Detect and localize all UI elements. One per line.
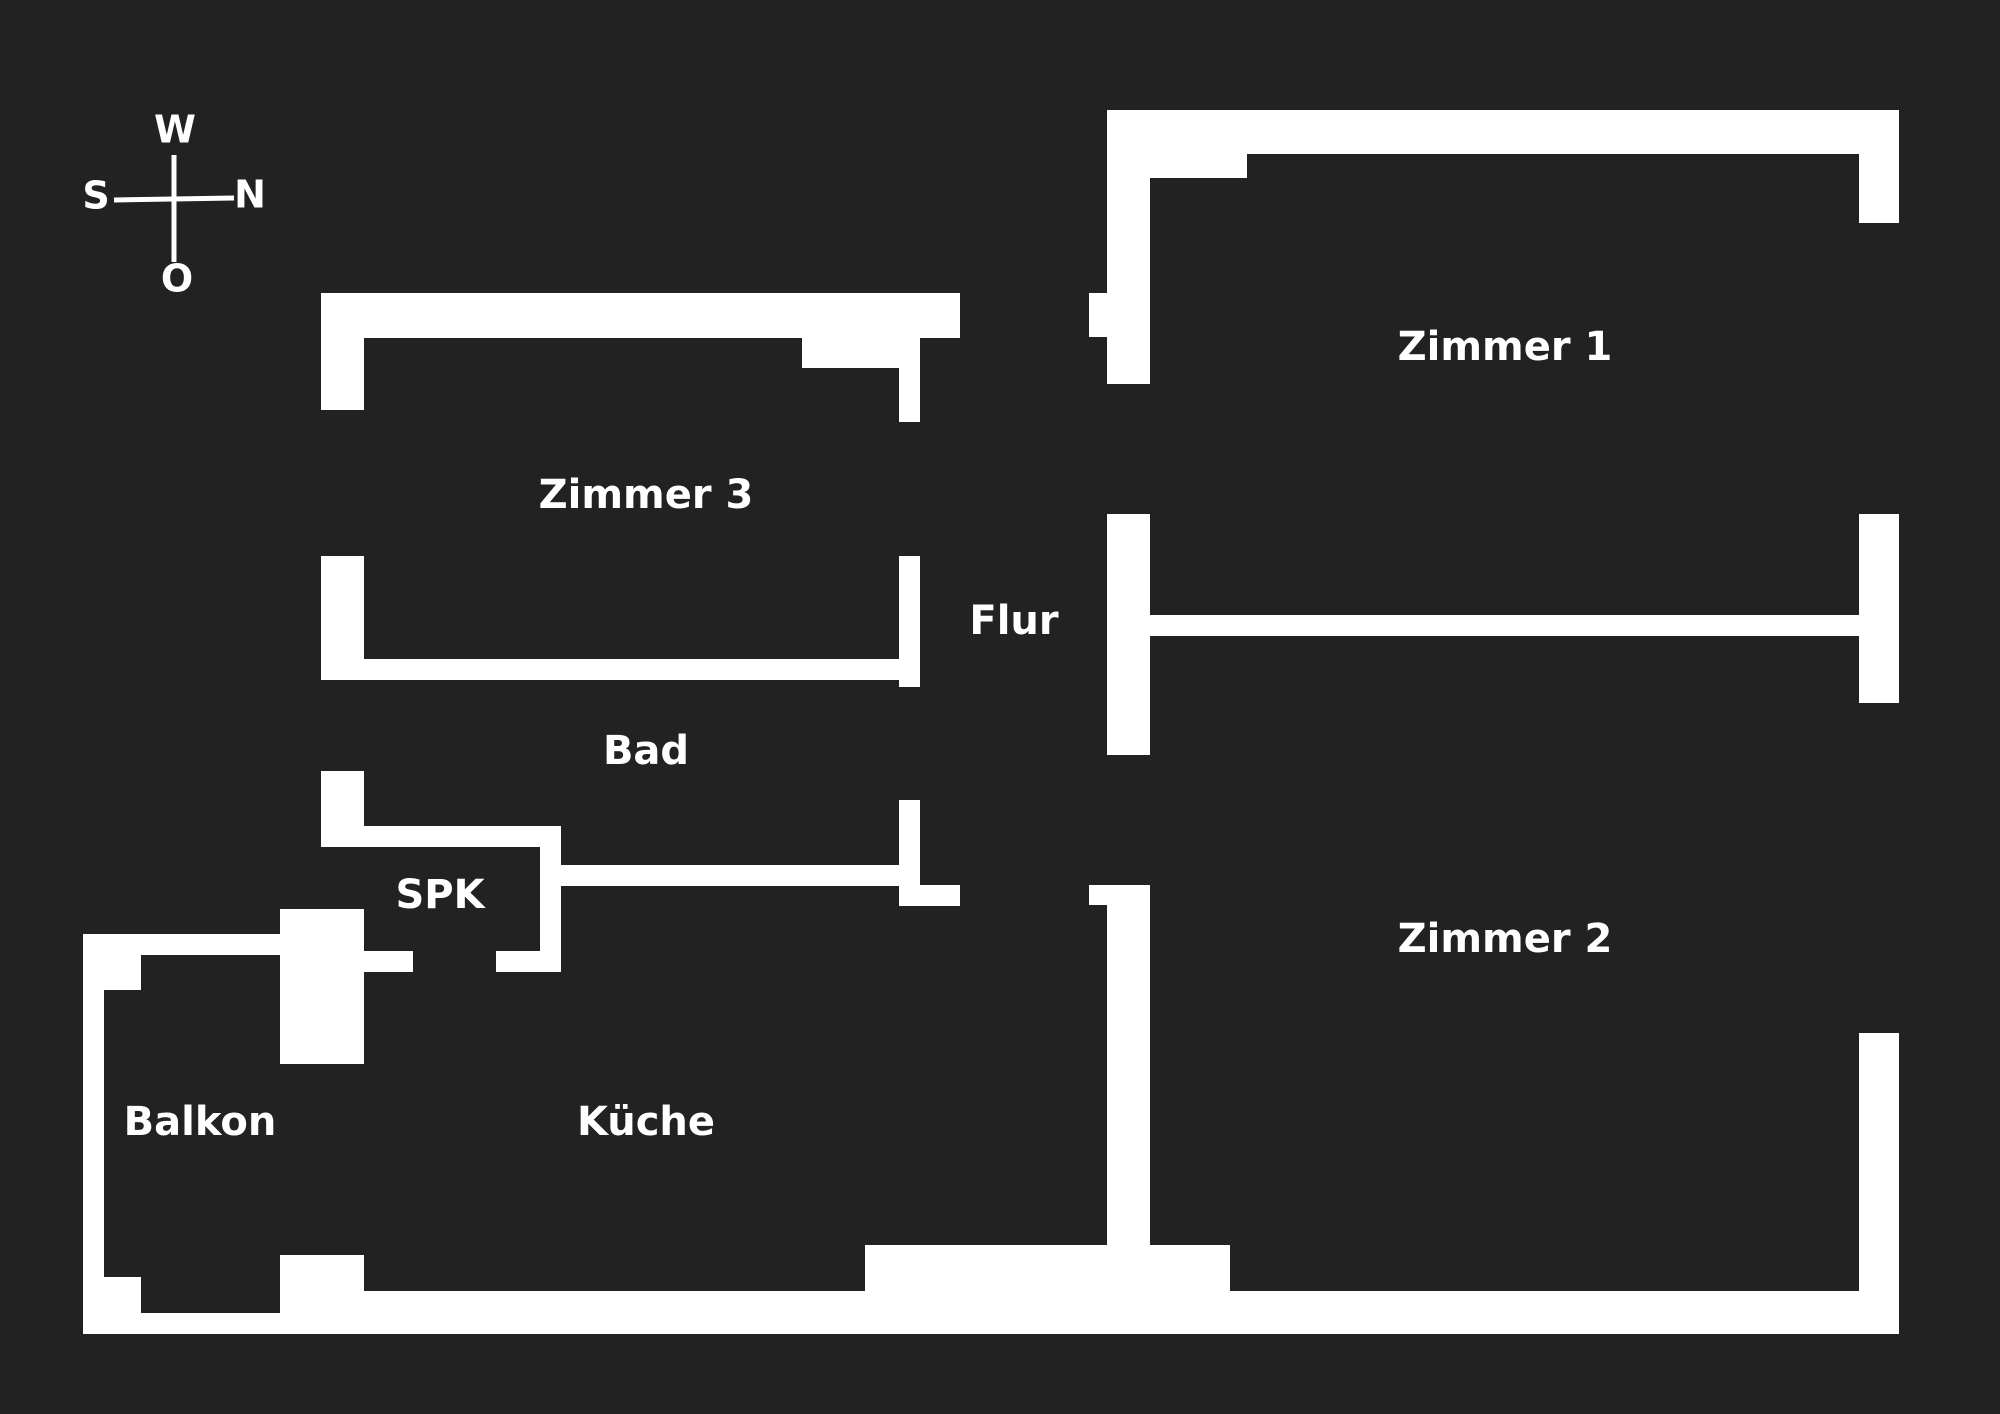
compass-west-label: W — [154, 108, 196, 152]
wall-spk-right — [540, 826, 561, 972]
wall-zimmer3-bottom — [364, 659, 900, 680]
wall-zimmer3-top — [321, 293, 960, 338]
room-label-balkon: Balkon — [124, 1099, 277, 1145]
wall-divider-right-post — [1859, 514, 1899, 703]
wall-zimmer1-door-stub — [1089, 293, 1109, 337]
room-label-zimmer3: Zimmer 3 — [539, 472, 754, 518]
compass-south-label: S — [82, 174, 109, 218]
wall-balkon-bottom-rail — [83, 1313, 321, 1334]
wall-zimmer3-left-lower — [321, 556, 364, 680]
wall-exterior-bottom — [280, 1291, 1899, 1334]
wall-zimmer1-right — [1859, 110, 1899, 223]
wall-zimmer3-left-upper — [321, 293, 364, 410]
wall-zimmer2-right — [1859, 1033, 1899, 1334]
wall-kueche-pillar — [280, 909, 364, 1064]
wall-zimmer2-left — [1107, 885, 1150, 1248]
wall-zimmer2-door-stub — [1089, 885, 1109, 905]
room-label-zimmer2: Zimmer 2 — [1398, 916, 1613, 962]
walls — [83, 110, 1899, 1334]
wall-bad-bottom — [561, 865, 900, 886]
wall-zimmer3-top-notch — [802, 336, 902, 368]
room-label-flur: Flur — [969, 598, 1059, 644]
wall-divider-zimmer1-zimmer2 — [1150, 615, 1859, 636]
wall-zimmer3-right-upper — [899, 336, 920, 422]
wall-bad-spk-top — [321, 826, 561, 847]
wall-balkon-left-rail — [83, 934, 104, 1334]
wall-bad-right — [899, 800, 920, 906]
room-label-kueche: Küche — [577, 1099, 715, 1145]
wall-zimmer1-left — [1107, 110, 1150, 384]
compass-horizontal-line — [113, 195, 235, 203]
wall-spk-bottom-right — [496, 951, 561, 972]
compass: W S N O — [82, 108, 266, 301]
room-label-bad: Bad — [603, 728, 689, 774]
compass-north-label: N — [234, 173, 266, 217]
room-labels: Zimmer 1 Zimmer 3 Flur Bad SPK Zimmer 2 … — [124, 324, 1613, 1145]
wall-spk-bottom-left — [364, 951, 413, 972]
wall-zimmer3-right-lower — [899, 556, 920, 687]
wall-bad-corner — [899, 885, 960, 906]
compass-east-label: O — [161, 257, 193, 301]
wall-bottom-thick-section — [865, 1245, 1230, 1295]
room-label-zimmer1: Zimmer 1 — [1398, 324, 1613, 370]
room-label-spk: SPK — [395, 872, 486, 918]
wall-divider-left-post — [1107, 514, 1150, 755]
wall-balkon-top-rail — [83, 934, 321, 955]
